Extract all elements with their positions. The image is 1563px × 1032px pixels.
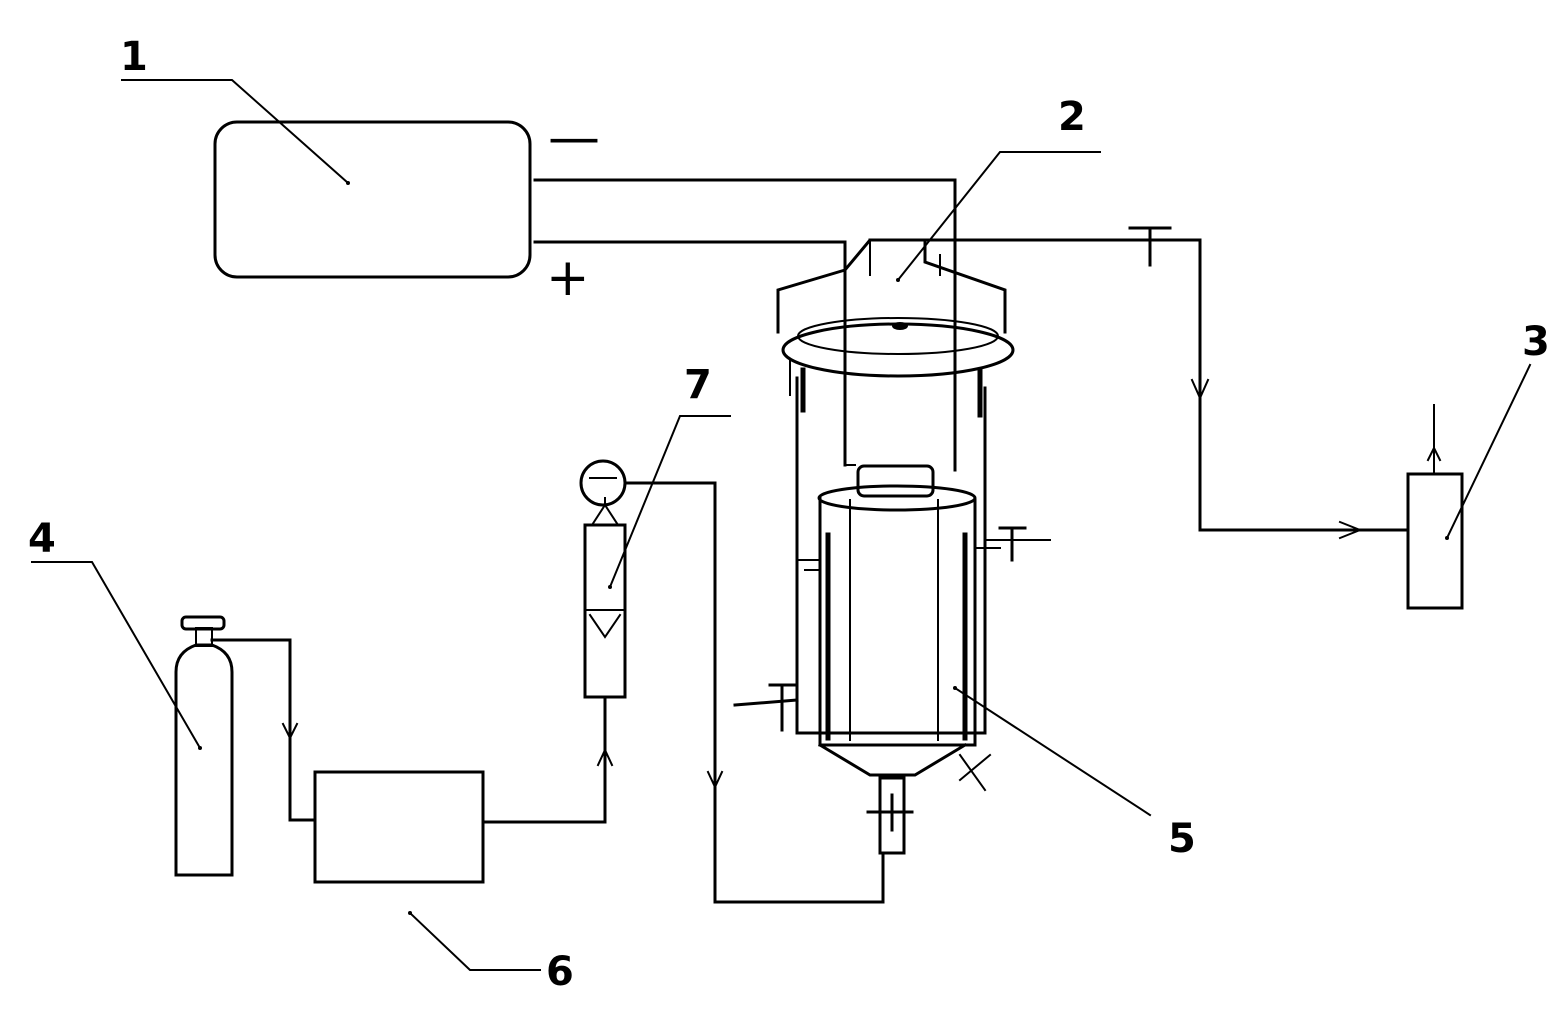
- leader-lines: [31, 79, 1532, 971]
- label-7: 7: [684, 362, 712, 408]
- gas-feed-line: [210, 638, 317, 822]
- power-supply: [213, 120, 532, 279]
- reactor-vessel: [733, 376, 1051, 855]
- gas-collector: [1406, 404, 1464, 610]
- label-1: 1: [120, 34, 148, 80]
- positive-terminal-sign: +: [546, 248, 590, 308]
- label-4: 4: [28, 516, 56, 562]
- label-5: 5: [1168, 816, 1196, 862]
- pump-outlet-line: [481, 695, 614, 824]
- label-3: 3: [1522, 319, 1550, 365]
- flowmeter: [579, 459, 627, 699]
- gas-outlet-line: [868, 226, 1407, 540]
- label-6: 6: [546, 949, 574, 995]
- negative-terminal-sign: —: [548, 108, 600, 168]
- label-2: 2: [1058, 94, 1086, 140]
- gas-cylinder: [174, 615, 234, 877]
- reactor-lid: [776, 238, 1015, 418]
- reactor-feed-line: [623, 481, 885, 904]
- pump-box: [313, 770, 485, 915]
